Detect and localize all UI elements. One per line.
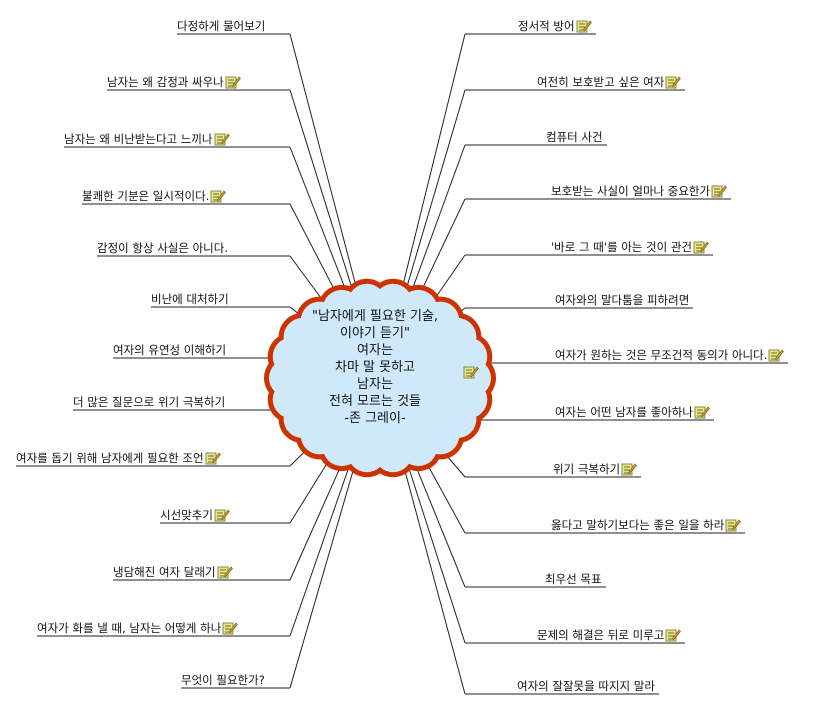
topic-left-8[interactable]: 더 많은 질문으로 위기 극복하기 <box>73 395 225 409</box>
topic-label: 최우선 목표 <box>545 572 602 586</box>
note-icon[interactable] <box>725 518 742 532</box>
topic-right-12[interactable]: 문제의 해결은 뒤로 미루고 <box>537 628 682 642</box>
note-icon[interactable] <box>205 451 221 465</box>
topic-right-11[interactable]: 최우선 목표 <box>545 572 602 586</box>
topic-right-8[interactable]: 여자는 어떤 남자를 좋아하나 <box>555 405 710 419</box>
topic-label: 시선맞추기 <box>160 508 213 522</box>
topic-label: 컴퓨터 사건 <box>546 130 603 144</box>
topic-label: 불쾌한 기분은 일시적이다. <box>82 189 210 203</box>
topic-left-4[interactable]: 불쾌한 기분은 일시적이다. <box>82 189 227 203</box>
topic-label: 여자를 돕기 위해 남자에게 필요한 조언 <box>16 451 204 465</box>
topic-right-13[interactable]: 여자의 잘잘못을 따지지 말라 <box>517 679 655 693</box>
note-icon[interactable] <box>225 75 241 89</box>
topic-label: 옳다고 말하기보다는 좋은 일을 하라 <box>551 518 725 532</box>
central-topic-text[interactable]: "남자에게 필요한 기술, 이야기 듣기" 여자는 차마 말 못하고 남자는 전… <box>311 309 439 426</box>
note-icon[interactable] <box>665 75 682 89</box>
topic-left-11[interactable]: 냉담해진 여자 달래기 <box>113 565 233 579</box>
topic-label: 위기 극복하기 <box>553 462 621 476</box>
topic-label: 무엇이 필요한가? <box>181 673 265 687</box>
topic-label: 남자는 왜 감정과 싸우나 <box>107 75 224 89</box>
topic-left-13[interactable]: 무엇이 필요한가? <box>181 673 265 687</box>
topic-left-5[interactable]: 감정이 항상 사실은 아니다. <box>97 241 228 255</box>
topic-label: 문제의 해결은 뒤로 미루고 <box>537 628 665 642</box>
topic-right-10[interactable]: 옳다고 말하기보다는 좋은 일을 하라 <box>551 518 742 532</box>
note-icon[interactable] <box>711 184 727 198</box>
note-icon[interactable] <box>576 19 592 33</box>
note-icon[interactable] <box>694 405 710 419</box>
note-icon[interactable] <box>214 508 230 522</box>
topic-left-12[interactable]: 여자가 화를 낼 때, 남자는 어떻게 하나 <box>37 621 239 635</box>
note-icon[interactable] <box>217 565 233 579</box>
topic-label: 남자는 왜 비난받는다고 느끼나 <box>64 132 213 146</box>
topic-left-6[interactable]: 비난에 대처하기 <box>151 292 229 306</box>
note-icon[interactable] <box>665 628 682 642</box>
topic-label: 비난에 대처하기 <box>151 292 229 306</box>
note-icon[interactable] <box>222 621 239 635</box>
note-icon[interactable] <box>768 348 785 362</box>
topic-label: 여자와의 말다툼을 피하려면 <box>555 293 690 307</box>
topic-right-7[interactable]: 여자가 원하는 것은 무조건적 동의가 아니다. <box>555 348 785 362</box>
topic-left-10[interactable]: 시선맞추기 <box>160 508 230 522</box>
topic-label: 여자의 잘잘못을 따지지 말라 <box>517 679 655 693</box>
note-icon[interactable] <box>210 189 227 203</box>
topic-label: 더 많은 질문으로 위기 극복하기 <box>73 395 226 409</box>
cloud-fill <box>284 298 476 458</box>
topic-right-2[interactable]: 여전히 보호받고 싶은 여자 <box>537 75 682 89</box>
topic-label: 여자는 어떤 남자를 좋아하나 <box>555 405 693 419</box>
topic-label: 여자가 원하는 것은 무조건적 동의가 아니다. <box>555 348 768 362</box>
topic-left-1[interactable]: 다정하게 물어보기 <box>177 19 265 33</box>
topic-label: 정서적 방어 <box>518 19 575 33</box>
topic-label: 여자의 유연성 이해하기 <box>113 343 227 357</box>
topic-label: 냉담해진 여자 달래기 <box>113 565 216 579</box>
topic-label: '바로 그 때'를 아는 것이 관건 <box>551 240 692 254</box>
central-cloud-shape[interactable] <box>264 278 496 478</box>
topic-label: 보호받는 사실이 얼마나 중요한가 <box>551 184 711 198</box>
note-icon[interactable] <box>693 240 709 254</box>
topic-right-4[interactable]: 보호받는 사실이 얼마나 중요한가 <box>551 184 727 198</box>
topic-label: 여전히 보호받고 싶은 여자 <box>537 75 665 89</box>
topic-label: 감정이 항상 사실은 아니다. <box>97 241 229 255</box>
topic-right-9[interactable]: 위기 극복하기 <box>553 462 638 476</box>
note-icon[interactable] <box>214 132 230 146</box>
topic-label: 다정하게 물어보기 <box>177 19 266 33</box>
topic-right-5[interactable]: '바로 그 때'를 아는 것이 관건 <box>551 240 709 254</box>
topic-right-6[interactable]: 여자와의 말다툼을 피하려면 <box>555 293 689 307</box>
topic-left-7[interactable]: 여자의 유연성 이해하기 <box>113 343 226 357</box>
topic-left-2[interactable]: 남자는 왜 감정과 싸우나 <box>107 75 241 89</box>
topic-right-1[interactable]: 정서적 방어 <box>518 19 592 33</box>
topic-left-3[interactable]: 남자는 왜 비난받는다고 느끼나 <box>64 132 230 146</box>
note-icon[interactable] <box>621 462 638 476</box>
topic-left-9[interactable]: 여자를 돕기 위해 남자에게 필요한 조언 <box>16 451 221 465</box>
note-icon[interactable] <box>463 364 479 379</box>
topic-right-3[interactable]: 컴퓨터 사건 <box>546 130 603 144</box>
topic-label: 여자가 화를 낼 때, 남자는 어떻게 하나 <box>37 621 222 635</box>
